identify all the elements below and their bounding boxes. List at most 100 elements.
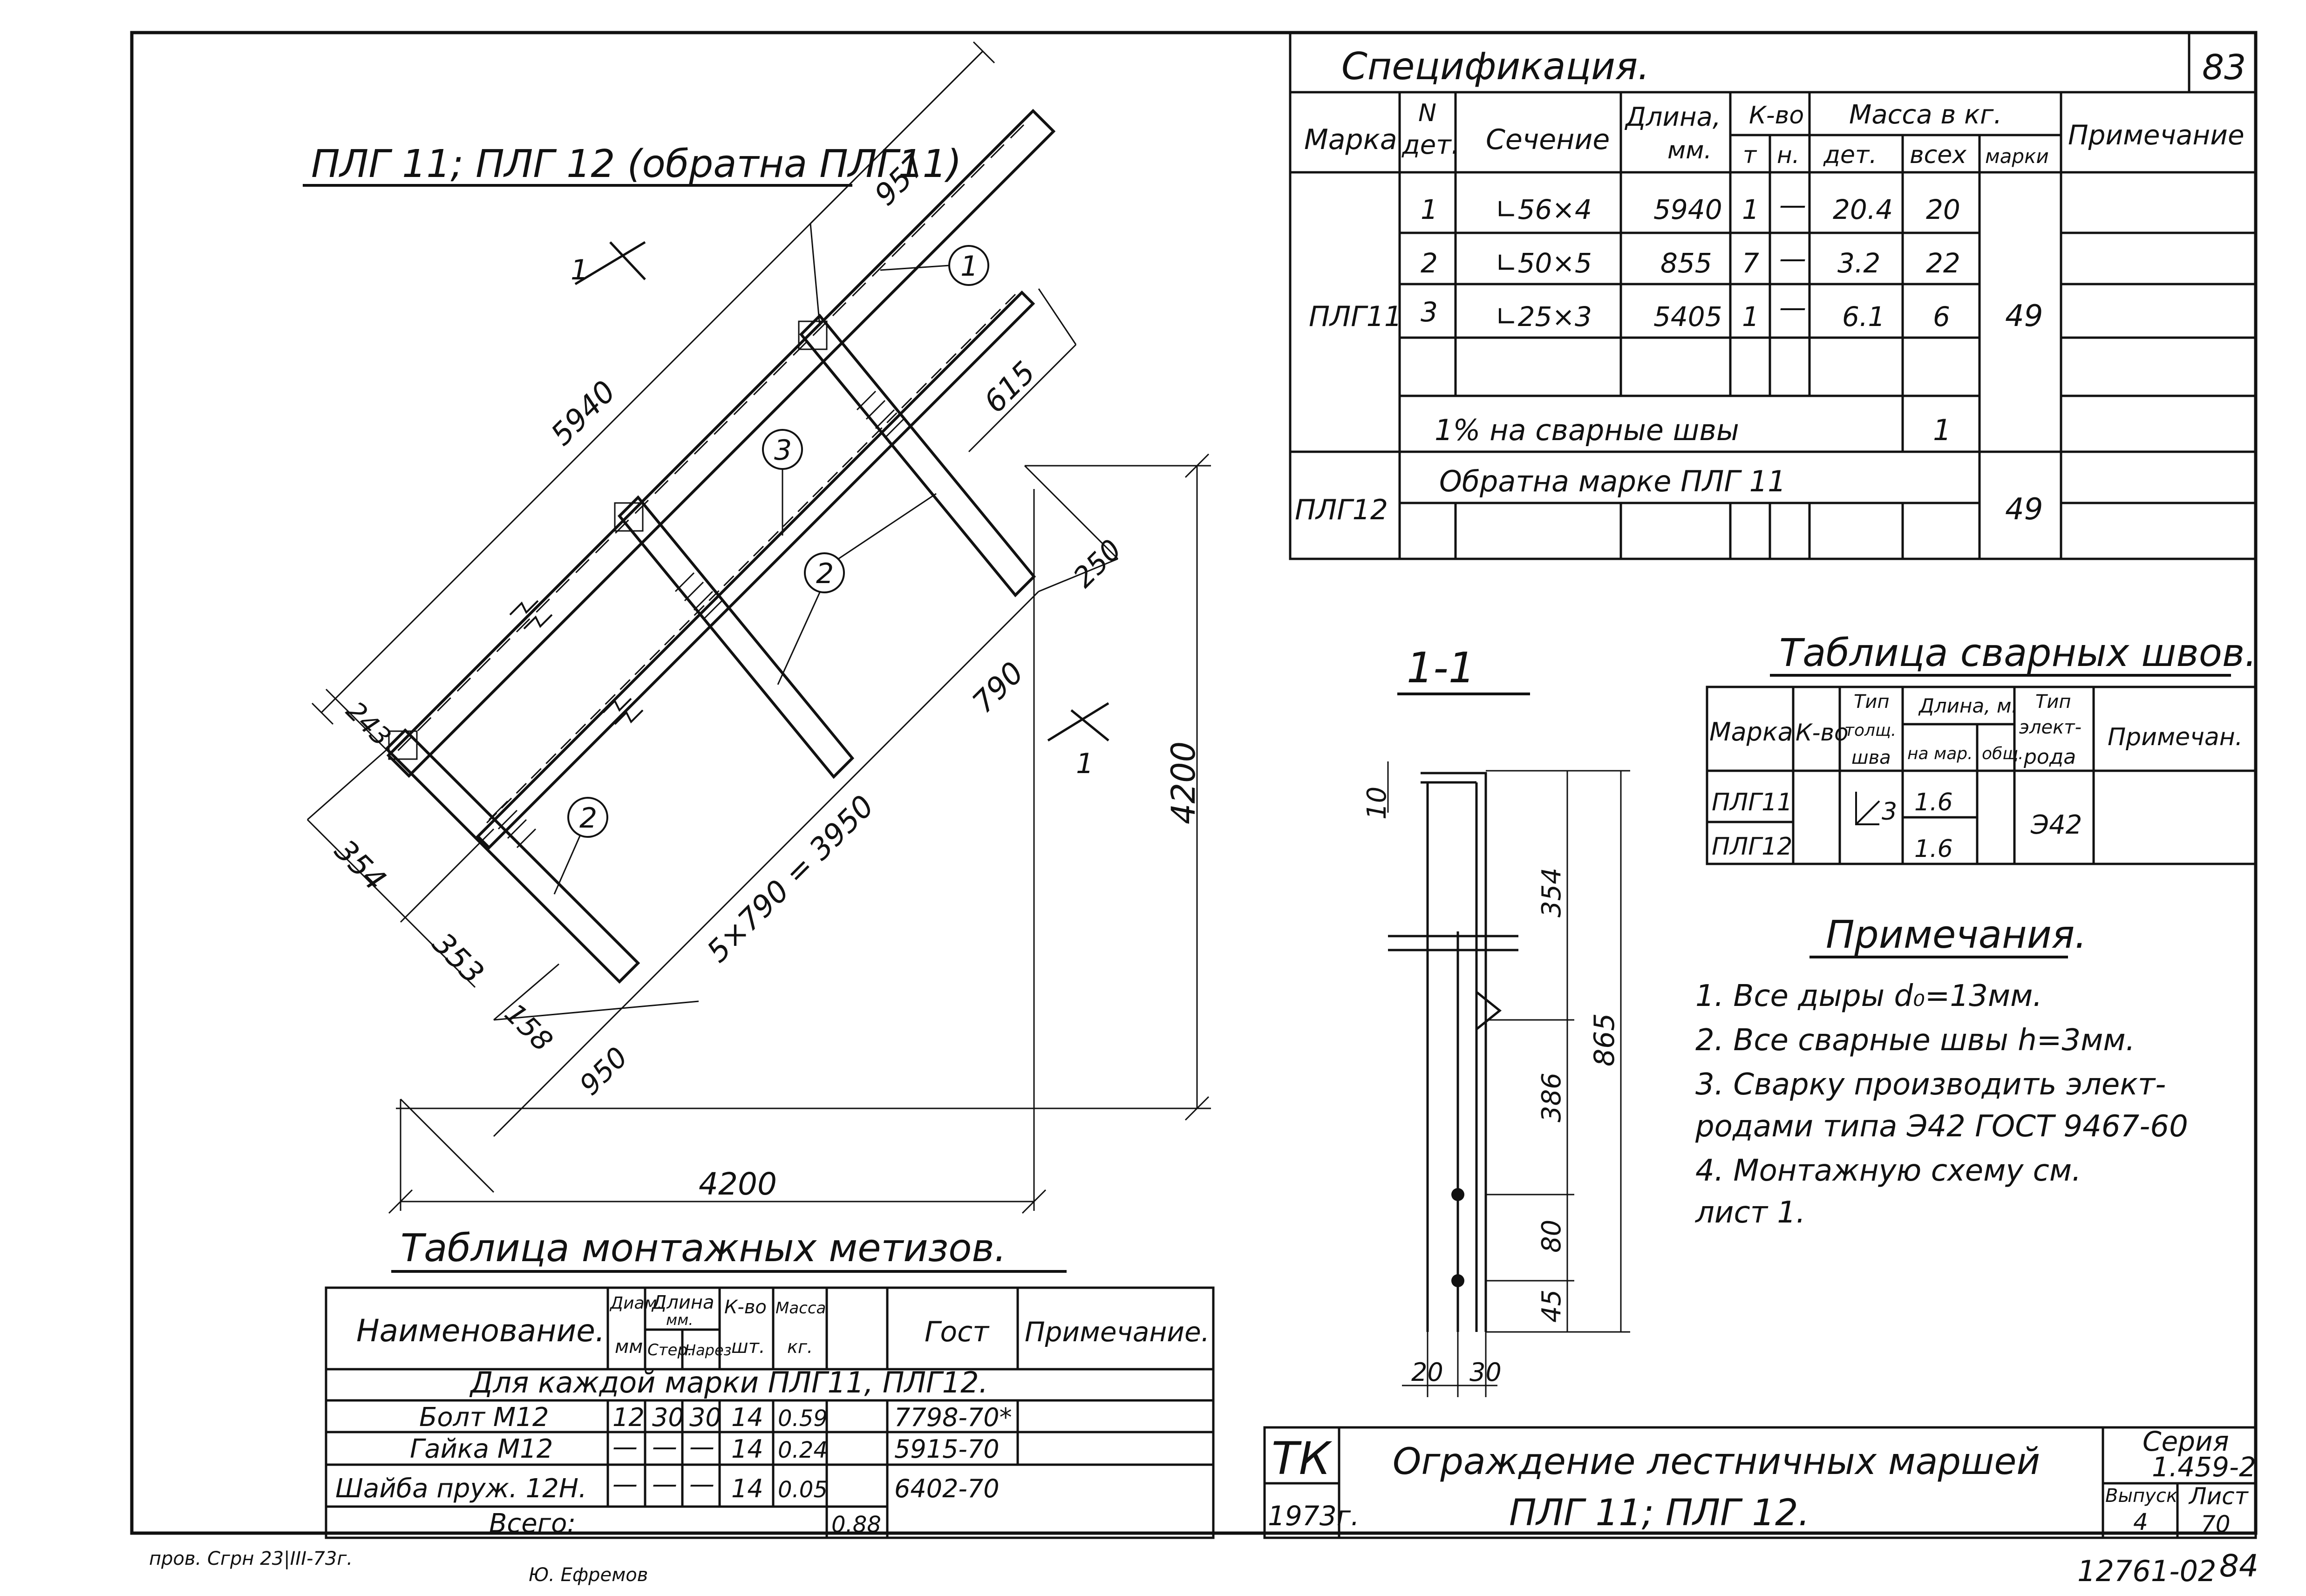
specification-table: Спецификация. 83 Марка N дет. Сечение Дл… xyxy=(1289,31,2257,560)
svg-text:Масса: Масса xyxy=(775,1299,826,1318)
svg-text:Гост: Гост xyxy=(925,1316,990,1348)
svg-text:Примечание: Примечание xyxy=(2068,119,2245,151)
svg-text:Нарез: Нарез xyxy=(685,1341,732,1359)
svg-text:лист 1.: лист 1. xyxy=(1694,1195,1805,1230)
spec-title: Спецификация. xyxy=(1341,45,1650,88)
svg-text:0.88: 0.88 xyxy=(831,1512,881,1538)
svg-text:Тип: Тип xyxy=(2035,691,2071,713)
svg-text:Таблица сварных швов.: Таблица сварных швов. xyxy=(1779,631,2257,675)
svg-text:Примечания.: Примечания. xyxy=(1826,913,2087,957)
svg-text:5915-70: 5915-70 xyxy=(894,1434,1000,1464)
svg-text:—: — xyxy=(652,1469,677,1499)
svg-text:Лист: Лист xyxy=(2188,1483,2249,1510)
svg-text:Длина: Длина xyxy=(651,1292,714,1313)
svg-text:12: 12 xyxy=(612,1403,645,1432)
svg-text:49: 49 xyxy=(2005,299,2043,333)
svg-text:30: 30 xyxy=(689,1403,721,1432)
svg-text:1: 1 xyxy=(1933,413,1951,447)
svg-text:К-во: К-во xyxy=(1749,102,1804,129)
svg-text:—: — xyxy=(689,1432,714,1461)
svg-text:∟56×4: ∟56×4 xyxy=(1495,194,1592,225)
svg-text:1973г.: 1973г. xyxy=(1268,1500,1360,1532)
svg-text:Гайка М12: Гайка М12 xyxy=(410,1434,553,1464)
svg-text:30: 30 xyxy=(652,1403,684,1432)
svg-text:Шайба пруж. 12Н.: Шайба пруж. 12Н. xyxy=(335,1474,587,1504)
svg-text:кг.: кг. xyxy=(787,1337,813,1357)
svg-text:30: 30 xyxy=(1469,1358,1502,1387)
svg-text:1: 1 xyxy=(960,250,978,283)
svg-text:Тип: Тип xyxy=(1854,691,1890,713)
svg-text:1. Все дыры d₀=13мм.: 1. Все дыры d₀=13мм. xyxy=(1695,979,2042,1013)
archive-code: 12761-02 xyxy=(2077,1554,2217,1588)
svg-text:мм.: мм. xyxy=(615,1336,649,1358)
svg-text:49: 49 xyxy=(2005,492,2043,527)
signature-author: Ю. Ефремов xyxy=(529,1564,648,1586)
svg-text:14: 14 xyxy=(731,1403,763,1432)
svg-text:∟25×3: ∟25×3 xyxy=(1495,301,1592,333)
svg-text:Стер.: Стер. xyxy=(647,1341,693,1359)
svg-text:Э42: Э42 xyxy=(2030,810,2082,840)
svg-text:1: 1 xyxy=(1742,301,1759,333)
svg-text:родами типа Э42 ГОСТ 9467-60: родами типа Э42 ГОСТ 9467-60 xyxy=(1695,1109,2188,1144)
svg-text:0.05: 0.05 xyxy=(778,1477,828,1503)
svg-text:—: — xyxy=(1779,292,1806,323)
svg-text:Диам.: Диам. xyxy=(609,1294,662,1313)
svg-text:∟50×5: ∟50×5 xyxy=(1495,247,1592,279)
svg-text:ПЛГ11: ПЛГ11 xyxy=(1712,788,1792,816)
svg-text:шт.: шт. xyxy=(731,1336,765,1358)
svg-text:ПЛГ12: ПЛГ12 xyxy=(1712,833,1792,861)
svg-text:Болт М12: Болт М12 xyxy=(419,1402,549,1433)
svg-text:Длина,: Длина, xyxy=(1624,102,1721,132)
section-1-1: 1-1 10 354 38 xyxy=(1362,644,1630,1397)
svg-text:354: 354 xyxy=(1537,868,1567,917)
svg-text:—: — xyxy=(1779,189,1806,221)
svg-text:20: 20 xyxy=(1411,1358,1443,1387)
svg-text:2. Все сварные швы h=3мм.: 2. Все сварные швы h=3мм. xyxy=(1695,1023,2135,1058)
svg-text:на мар.: на мар. xyxy=(1907,744,1973,763)
svg-text:общ.: общ. xyxy=(1982,744,2024,763)
main-drawing-title: ПЛГ 11; ПЛГ 12 (обратна ПЛГ11) xyxy=(303,142,962,187)
welds-table: Таблица сварных швов. Марка К-во Тип тол… xyxy=(1706,631,2257,865)
sheet-number-top: 83 xyxy=(2202,48,2246,88)
svg-text:6: 6 xyxy=(1933,301,1950,333)
svg-text:4: 4 xyxy=(2133,1508,2148,1535)
callout-2-lower: 2 xyxy=(553,797,608,895)
section-mark-right: 1 xyxy=(1076,747,1094,780)
svg-text:дет.: дет. xyxy=(1401,130,1460,160)
svg-text:14: 14 xyxy=(731,1474,763,1503)
svg-text:1.6: 1.6 xyxy=(1914,835,1953,863)
svg-text:14: 14 xyxy=(731,1434,763,1464)
svg-text:Масса в кг.: Масса в кг. xyxy=(1849,100,2002,130)
svg-text:Длина, м.: Длина, м. xyxy=(1918,694,2018,717)
svg-text:3: 3 xyxy=(1421,296,1438,328)
svg-text:Выпуск: Выпуск xyxy=(2105,1485,2177,1507)
bottom-annotations: пров. Сгрн 23|III-73г. Ю. Ефремов 12761-… xyxy=(149,1548,2258,1588)
svg-text:10: 10 xyxy=(1362,787,1392,820)
svg-text:Ограждение лестничных маршей: Ограждение лестничных маршей xyxy=(1393,1441,2040,1483)
svg-text:7: 7 xyxy=(1742,247,1759,279)
dim-4200-horizontal: 4200 xyxy=(699,1166,777,1202)
svg-text:—: — xyxy=(612,1469,638,1499)
svg-text:5940: 5940 xyxy=(1653,194,1722,225)
svg-text:22: 22 xyxy=(1926,247,1960,279)
sheet-number-bottom: 84 xyxy=(2219,1548,2258,1584)
svg-text:Примечание.: Примечание. xyxy=(1025,1316,1210,1348)
svg-text:45: 45 xyxy=(1537,1290,1567,1323)
callout-2-upper: 2 xyxy=(777,493,937,685)
svg-text:6402-70: 6402-70 xyxy=(894,1474,1000,1503)
svg-text:дет.: дет. xyxy=(1823,141,1877,169)
svg-text:Марка: Марка xyxy=(1304,123,1397,156)
svg-text:т: т xyxy=(1743,142,1757,169)
svg-text:ТК: ТК xyxy=(1272,1433,1333,1485)
svg-text:70: 70 xyxy=(2201,1511,2231,1538)
svg-text:5405: 5405 xyxy=(1653,301,1722,333)
svg-text:1: 1 xyxy=(1421,194,1438,225)
svg-text:4. Монтажную схему см.: 4. Монтажную схему см. xyxy=(1695,1154,2081,1188)
svg-text:н.: н. xyxy=(1777,142,1800,169)
svg-text:ПЛГ 11; ПЛГ 12.: ПЛГ 11; ПЛГ 12. xyxy=(1509,1492,1809,1534)
svg-text:мм.: мм. xyxy=(666,1311,693,1329)
svg-text:всех: всех xyxy=(1910,141,1967,169)
section-mark-arrow-right xyxy=(1047,702,1109,742)
svg-text:Примечан.: Примечан. xyxy=(2108,723,2243,751)
svg-text:Серия: Серия xyxy=(2143,1426,2229,1457)
